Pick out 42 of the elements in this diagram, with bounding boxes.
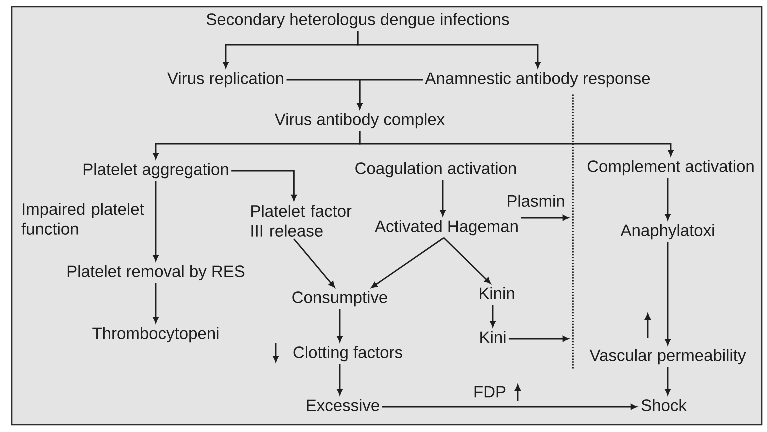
step-label: Complement activation — [588, 160, 754, 176]
arrow — [382, 404, 638, 410]
dotted-line — [572, 94, 574, 370]
arrow — [357, 79, 423, 110]
arrow — [359, 131, 674, 156]
arrow — [508, 336, 569, 342]
arrow — [665, 367, 671, 396]
step-label: Kinin — [480, 287, 514, 300]
step-label: Anaphylatoxi — [620, 224, 714, 240]
step-label: Platelet factor III release — [252, 205, 352, 237]
step-label: Activated Hageman — [375, 220, 518, 236]
arrow — [337, 309, 343, 342]
step-label: Secondary heterologus dengue infections — [206, 13, 510, 29]
step-label: Vascular permeability — [590, 349, 746, 365]
arrow — [665, 178, 671, 220]
step-label: Clotting factors — [294, 346, 402, 362]
arrow — [665, 242, 671, 346]
step-label: Platelet aggregation — [84, 163, 228, 179]
edge-label: Impaired platelet function — [20, 201, 148, 237]
edge-label: Plasmin — [504, 192, 568, 210]
arrow — [444, 238, 491, 284]
step-label: Virus replication — [168, 72, 284, 88]
arrow — [232, 170, 298, 202]
arrow — [521, 215, 569, 221]
arrow — [490, 305, 496, 328]
step-label: Coagulation activation — [356, 162, 516, 178]
edge-label: FDP — [472, 384, 508, 400]
arrow — [357, 31, 541, 68]
step-label: Thrombocytopeni — [92, 327, 219, 343]
arrow — [440, 180, 446, 216]
step-label: Excessive — [307, 399, 380, 412]
arrow — [294, 238, 336, 288]
step-label: Anamnestic antibody response — [425, 72, 650, 88]
arrow — [153, 283, 159, 324]
step-label: Consumptive — [292, 291, 388, 307]
step-label: Virus antibody complex — [274, 113, 445, 129]
step-label: Shock — [642, 399, 687, 412]
arrow — [371, 237, 444, 288]
step-label: Platelet removal by RES — [68, 265, 245, 281]
step-label: Kini — [480, 331, 506, 344]
arrow — [337, 364, 343, 396]
arrow — [153, 181, 159, 262]
